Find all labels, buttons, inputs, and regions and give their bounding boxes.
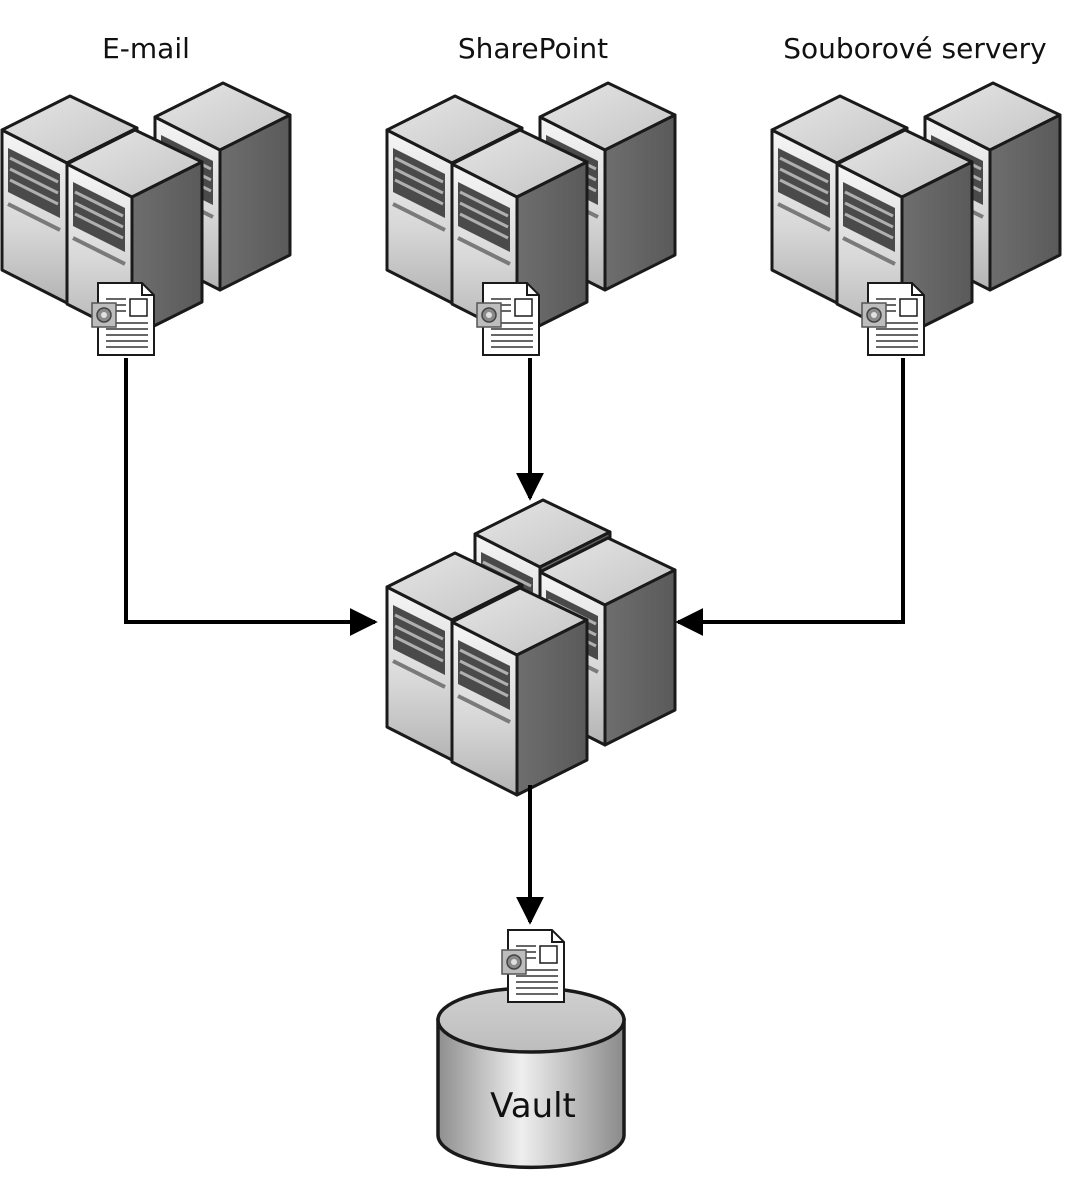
sharepoint-document-icon xyxy=(476,282,540,356)
vault-label: Vault xyxy=(490,1086,576,1126)
source-label-sharepoint: SharePoint xyxy=(458,32,608,65)
email-to-center-arrow xyxy=(124,358,378,636)
fileservers-to-center-arrow xyxy=(675,358,905,636)
central-server-cluster-icon xyxy=(385,498,677,797)
email-document-icon xyxy=(91,282,155,356)
vault-database-cylinder-icon xyxy=(436,986,626,1170)
fileservers-document-icon xyxy=(861,282,925,356)
vault-document-icon xyxy=(501,929,565,1003)
source-label-fileservers: Souborové servery xyxy=(783,32,1046,65)
source-label-email: E-mail xyxy=(102,32,190,65)
